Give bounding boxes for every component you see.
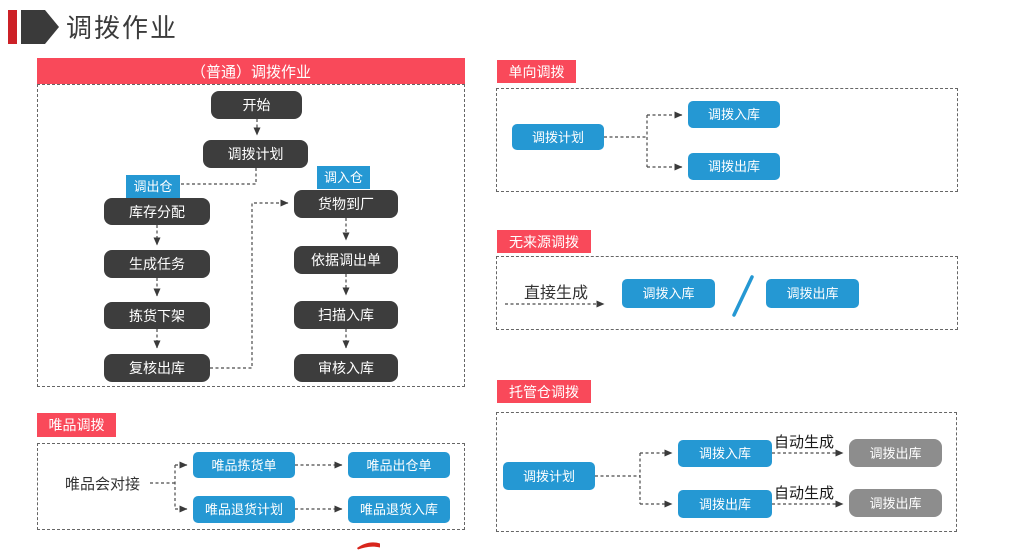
title-icon (8, 10, 59, 44)
logo-swoosh (357, 542, 380, 550)
node-nosource-inbound: 调拨入库 (622, 279, 715, 308)
page-title: 调拨作业 (66, 13, 179, 43)
node-vip-outbound-order: 唯品出仓单 (348, 452, 450, 478)
tag-in-warehouse: 调入仓 (317, 166, 370, 189)
slash-divider (732, 275, 754, 317)
node-vip-pick-order: 唯品拣货单 (193, 452, 295, 478)
normal-flow-header: （普通）调拨作业 (37, 58, 465, 84)
oneway-tab: 单向调拨 (497, 60, 576, 83)
oneway-panel (496, 88, 958, 192)
node-oneway-inbound: 调拨入库 (688, 101, 780, 128)
node-audit-inbound: 审核入库 (294, 354, 398, 382)
vip-source-label: 唯品会对接 (64, 475, 140, 493)
managed-auto-label-2: 自动生成 (773, 484, 834, 502)
node-vip-return-inbound: 唯品退货入库 (348, 496, 450, 523)
vip-tab: 唯品调拨 (37, 413, 116, 437)
node-managed-plan: 调拨计划 (503, 462, 595, 490)
nosource-tab: 无来源调拨 (497, 230, 591, 253)
node-nosource-outbound: 调拨出库 (766, 279, 859, 308)
node-oneway-outbound: 调拨出库 (688, 153, 780, 180)
node-inventory-allocation: 库存分配 (104, 198, 210, 225)
node-managed-inbound: 调拨入库 (678, 440, 772, 467)
node-managed-outbound: 调拨出库 (678, 490, 772, 518)
node-pick-offshelf: 拣货下架 (104, 302, 210, 329)
node-scan-inbound: 扫描入库 (294, 301, 398, 329)
node-vip-return-plan: 唯品退货计划 (193, 496, 295, 523)
node-review-outbound: 复核出库 (104, 354, 210, 382)
node-managed-auto-outbound-1: 调拨出库 (849, 439, 942, 467)
node-transfer-plan: 调拨计划 (203, 140, 308, 168)
nosource-panel (496, 256, 958, 330)
node-generate-task: 生成任务 (104, 250, 210, 278)
managed-panel (496, 412, 957, 532)
nosource-label: 直接生成 (523, 285, 588, 302)
managed-auto-label-1: 自动生成 (773, 433, 834, 451)
managed-tab: 托管仓调拨 (497, 380, 591, 403)
vip-panel (37, 443, 465, 530)
node-per-outbound-order: 依据调出单 (294, 246, 398, 274)
node-goods-arrival: 货物到厂 (294, 190, 398, 218)
node-oneway-plan: 调拨计划 (512, 124, 604, 150)
tag-out-warehouse: 调出仓 (126, 175, 180, 198)
node-managed-auto-outbound-2: 调拨出库 (849, 489, 942, 517)
normal-flow-panel (37, 84, 465, 387)
node-start: 开始 (211, 91, 302, 119)
